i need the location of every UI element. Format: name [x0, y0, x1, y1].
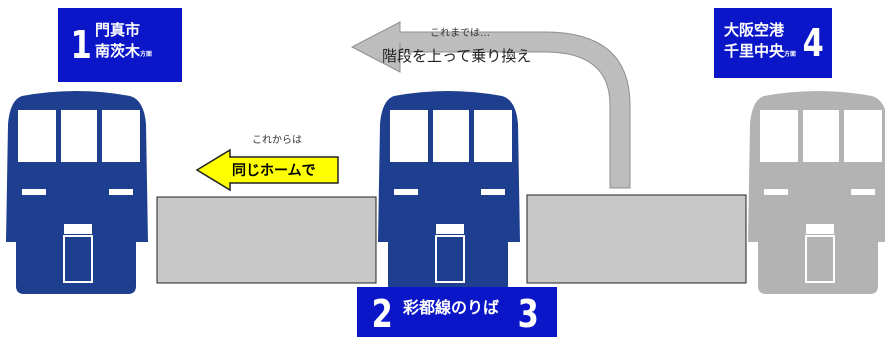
platform-1-sign: 1 門真市 南茨木方面 — [58, 8, 182, 82]
caption-after-action: 同じホームで — [232, 163, 316, 179]
destination-4a: 大阪空港 — [724, 21, 785, 39]
train-left — [6, 91, 148, 294]
destination-4b-row: 千里中央方面 — [724, 41, 796, 65]
platform-number-3: 3 — [517, 292, 539, 336]
platform-left — [156, 196, 377, 284]
caption-after: これからは — [252, 135, 302, 146]
destination-1a: 門真市 — [95, 21, 141, 39]
destination-1b: 南茨木 — [95, 42, 141, 60]
old-route-arrow — [350, 21, 631, 189]
saito-line-label: 彩都線のりば — [403, 298, 500, 317]
platform-1-destinations: 門真市 南茨木方面 — [95, 20, 152, 65]
destination-1b-row: 南茨木方面 — [95, 41, 152, 65]
platform-number-1: 1 — [70, 23, 92, 67]
direction-suffix-1: 方面 — [140, 51, 153, 58]
train-center — [378, 91, 520, 294]
platform-4-sign: 大阪空港 千里中央方面 4 — [714, 8, 832, 78]
platform-number-2: 2 — [371, 292, 393, 336]
train-right — [748, 91, 885, 294]
direction-suffix-4: 方面 — [784, 51, 797, 58]
caption-before: これまでは… — [430, 28, 490, 39]
platform-2-3-sign: 2 彩都線のりば 3 — [357, 287, 557, 337]
new-route-arrow — [195, 148, 339, 192]
platform-right — [526, 194, 747, 284]
caption-before-action: 階段を上って乗り換え — [382, 47, 532, 65]
destination-4b: 千里中央 — [724, 42, 785, 60]
platform-number-4: 4 — [802, 21, 824, 65]
platform-4-destinations: 大阪空港 千里中央方面 — [724, 20, 796, 65]
